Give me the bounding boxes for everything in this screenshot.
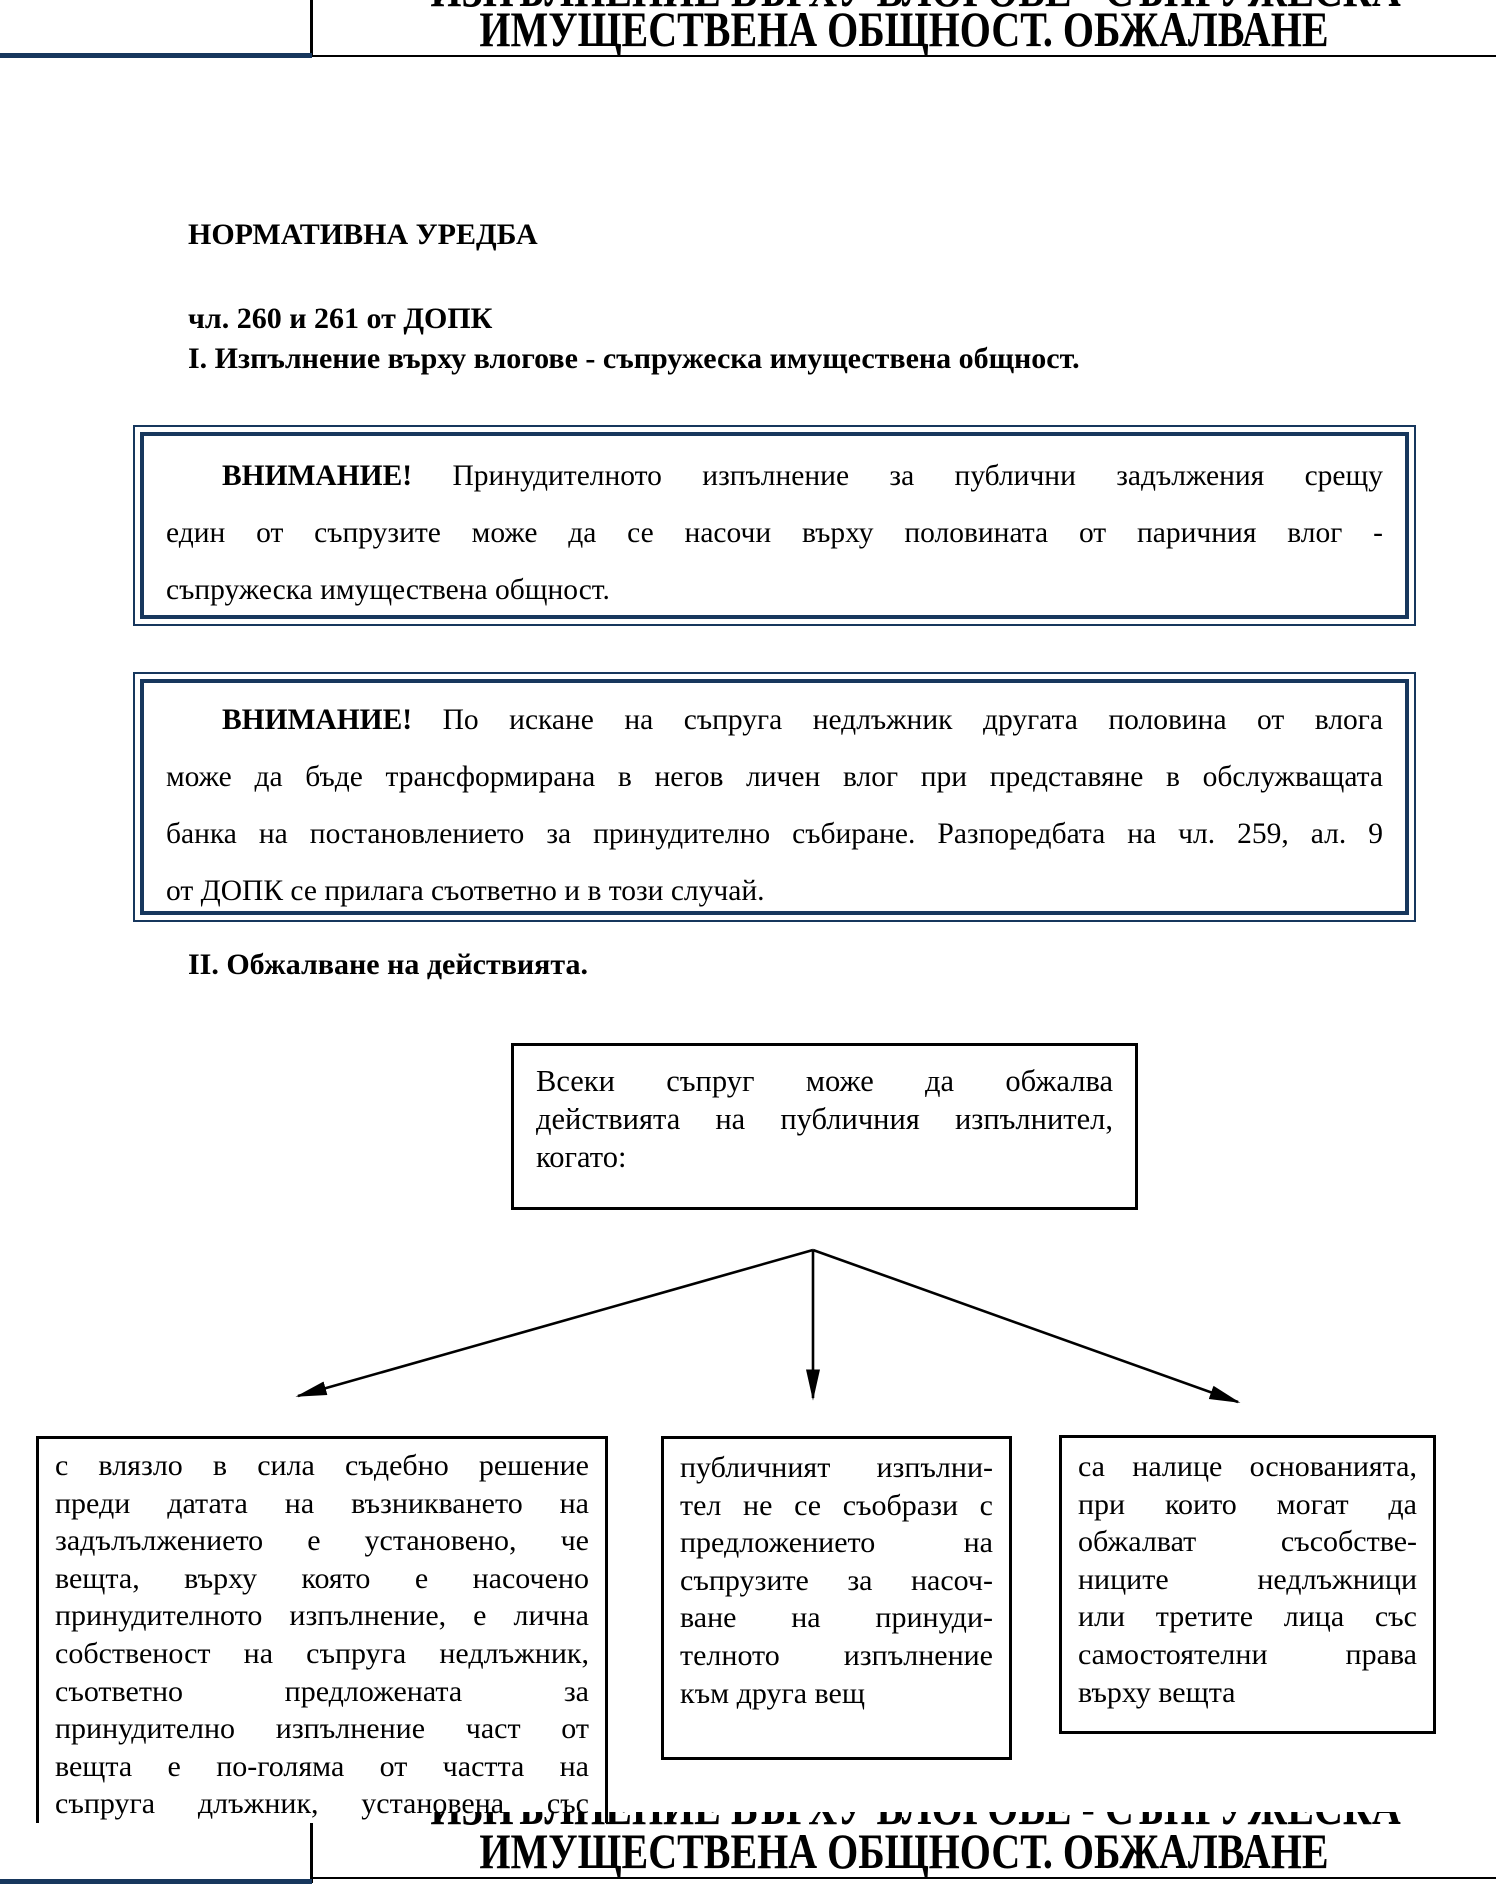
text-line: вещта, върху която е насочено	[55, 1561, 589, 1595]
text-line: преди датата на възникването на	[55, 1486, 589, 1520]
text-line: Всеки съпруг може да обжалва	[536, 1064, 1113, 1098]
text-line: задълължението е установено, че	[55, 1524, 589, 1558]
flow-box-left: с влязло в сила съдебно решение преди да…	[36, 1436, 608, 1823]
warning-box-2: ВНИМАНИЕ! По искане на съпруга недлъжник…	[133, 672, 1416, 922]
text-line: когато:	[536, 1140, 627, 1174]
footer-rule-navy	[0, 1879, 312, 1884]
text-line: телното изпълнение	[680, 1638, 993, 1672]
text-line: съпружеска имуществена общност.	[166, 574, 610, 606]
heading-normative: НОРМАТИВНА УРЕДБА	[188, 218, 538, 251]
flow-arrow-right	[812, 1248, 1241, 1404]
text-line: ВНИМАНИЕ! По искане на съпруга недлъжник…	[166, 692, 1383, 749]
flow-arrow-left	[295, 1248, 814, 1398]
flow-box-right: са налице основанията, при които могат д…	[1059, 1435, 1436, 1734]
footer-rule-black	[312, 1877, 1496, 1879]
text-line: обжалват съсобстве-	[1078, 1525, 1417, 1559]
text-line: принудителното изпълнение, е лична	[55, 1599, 589, 1633]
footer-title-line2: ИМУЩЕСТВЕНА ОБЩНОСТ. ОБЖАЛВАНЕ	[479, 1823, 1329, 1879]
header-rule-black	[312, 55, 1496, 57]
text-line: върху вещта	[1078, 1675, 1236, 1709]
text-line: самостоятелни права	[1078, 1637, 1417, 1671]
warning-label: ВНИМАНИЕ!	[222, 704, 413, 736]
text-line: ване на принуди-	[680, 1601, 993, 1635]
text-line: са налице основанията,	[1078, 1450, 1417, 1483]
heading-section-1: I. Изпълнение върху влогове - съпружеска…	[188, 342, 1080, 375]
header-title-line1: ИЗПЪЛНЕНИЕ ВЪРХУ ВЛОГОВЕ - СЪПРУЖЕСКА	[430, 0, 1400, 8]
flow-arrows	[295, 1248, 1241, 1404]
text-line: съответно предложената за	[55, 1674, 589, 1708]
text-line: може да бъде трансформирана в негов личе…	[166, 761, 1383, 793]
header-rule-navy	[0, 53, 312, 58]
text-line: към друга вещ	[680, 1676, 865, 1710]
warning-text: По искане на съпруга недлъжник другата п…	[442, 704, 1384, 736]
text-line: принудително изпълнение част от	[55, 1712, 589, 1746]
text-line: собственост на съпруга недлъжник,	[55, 1636, 589, 1670]
footer-cell-divider	[310, 1823, 313, 1883]
warning-box-1: ВНИМАНИЕ! Принудителното изпълнение за п…	[133, 425, 1416, 626]
warning-label: ВНИМАНИЕ!	[222, 460, 413, 492]
text-line: ниците недлъжници	[1078, 1562, 1417, 1596]
header-title-line2: ИМУЩЕСТВЕНА ОБЩНОСТ. ОБЖАЛВАНЕ	[479, 1, 1329, 57]
heading-articles: чл. 260 и 261 от ДОПК	[188, 302, 493, 335]
text-line: банка на постановлението за принудително…	[166, 818, 1383, 850]
text-line: с влязло в сила съдебно решение	[55, 1449, 589, 1482]
text-line: предложението на	[680, 1526, 993, 1560]
warning-box-2-inner: ВНИМАНИЕ! По искане на съпруга недлъжник…	[140, 679, 1409, 915]
flow-root-box: Всеки съпруг може да обжалва действията …	[511, 1043, 1138, 1210]
text-line: при които могат да	[1078, 1487, 1417, 1521]
warning-box-1-inner: ВНИМАНИЕ! Принудителното изпълнение за п…	[140, 432, 1409, 619]
text-line: публичният изпълни-	[680, 1451, 993, 1484]
footer-title-line1-clipped: ИЗПЪЛНЕНИЕ ВЪРХУ ВЛОГОВЕ - СЪПРУЖЕСКА	[312, 1812, 1496, 1828]
text-line: съпруга длъжник, установена със	[55, 1787, 589, 1821]
text-line: ВНИМАНИЕ! Принудителното изпълнение за п…	[166, 448, 1383, 505]
header-title-line1-clipped: ИЗПЪЛНЕНИЕ ВЪРХУ ВЛОГОВЕ - СЪПРУЖЕСКА	[312, 0, 1496, 8]
footer-title-line1: ИЗПЪЛНЕНИЕ ВЪРХУ ВЛОГОВЕ - СЪПРУЖЕСКА	[430, 1812, 1400, 1828]
warning-text: Принудителното изпълнение за публични за…	[452, 460, 1383, 492]
header-cell-divider	[310, 0, 313, 57]
text-line: съпрузите за насоч-	[680, 1563, 993, 1597]
text-line: тел не се съобрази с	[680, 1488, 993, 1522]
text-line: или третите лица със	[1078, 1600, 1417, 1634]
heading-section-2: II. Обжалване на действията.	[188, 948, 589, 981]
text-line: вещта е по-голяма от частта на	[55, 1749, 589, 1783]
flow-box-middle: публичният изпълни- тел не се съобрази с…	[661, 1436, 1012, 1760]
text-line: действията на публичния изпълнител,	[536, 1102, 1113, 1136]
text-line: един от съпрузите може да се насочи върх…	[166, 517, 1383, 549]
text-line: от ДОПК се прилага съответно и в този сл…	[166, 875, 765, 907]
